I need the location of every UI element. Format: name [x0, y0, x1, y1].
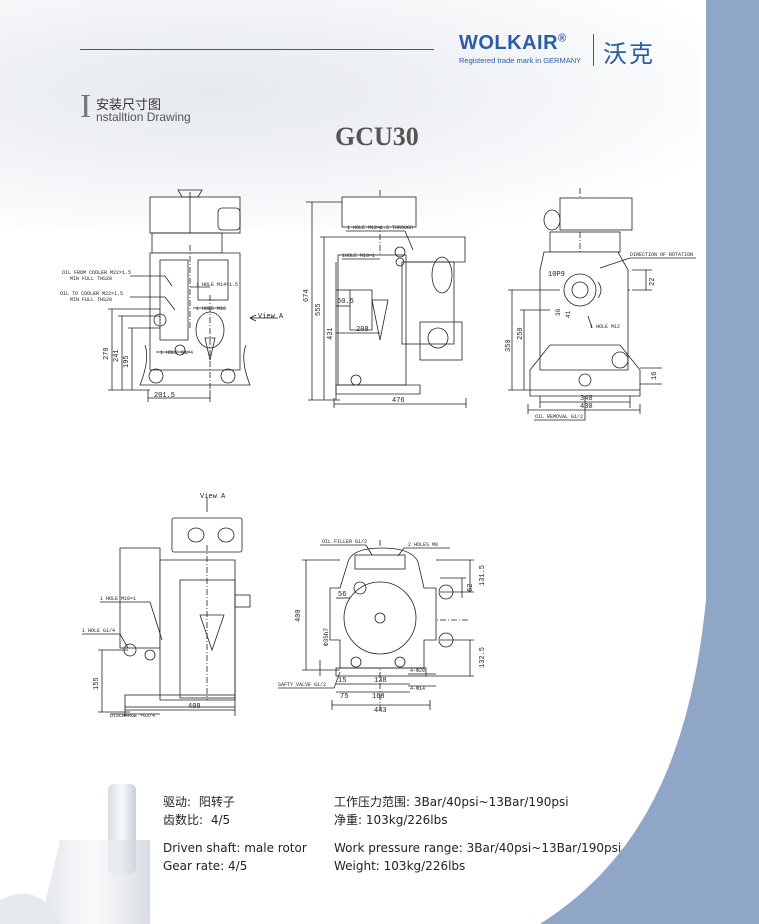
spec-weight-en: Weight: 103kg/226lbs: [334, 859, 466, 873]
view4-label: DISCHARGE ×G3/4: [110, 713, 155, 719]
view2-label: 1 HOLE M12×1.5 THROUGH: [347, 225, 413, 231]
drawing-view-top: [82, 498, 251, 716]
view4-dim: 155: [93, 677, 101, 690]
brand-logo: WOLKAIR® Registered trade mark in GERMAN…: [459, 32, 581, 65]
view5-label: 2 HOLES M8: [408, 542, 438, 548]
view5-dim: 132.5: [479, 647, 487, 668]
view5-label: 4-Φ14: [410, 686, 425, 692]
view2-dim: 555: [315, 303, 323, 316]
spec-pressure-cn: 工作压力范围: 3Bar/40psi~13Bar/190psi: [334, 793, 569, 810]
view1-label: OIL FROM COOLER M22×1.5: [62, 270, 131, 276]
view5-dim: 56: [338, 591, 346, 599]
view3-dim: 250: [517, 327, 525, 340]
view5-dim: 443: [374, 707, 387, 715]
header-rule: [80, 49, 434, 50]
brand-separator: [593, 34, 594, 66]
view3-dim: 41: [565, 310, 572, 318]
view3-text: DIRECTION OF ROTATION 10P9 1 HOLE M12 OI…: [505, 252, 693, 420]
view1-text: OIL FROM COOLER M22×1.5 MIN FULL THS20 O…: [60, 270, 284, 400]
spec-drive-cn: 驱动: 阳转子: [163, 793, 235, 810]
view3-dim: 22: [649, 278, 657, 286]
model-title: GCU30: [335, 122, 419, 151]
view1-dim: 241: [113, 349, 121, 362]
drawing-view-front-left: [108, 189, 278, 402]
view2-dim: 60.5: [337, 298, 354, 306]
brand-chinese: 沃克: [603, 40, 655, 68]
spec-label: 工作压力范围:: [334, 795, 411, 809]
view3-dim: 350: [505, 339, 513, 352]
view4-dim: 408: [188, 703, 201, 711]
view2-dim: 208: [356, 326, 369, 334]
view5-dim: 131.5: [479, 565, 487, 586]
view4-label: View A: [200, 493, 226, 501]
section-title-cn: 安装尺寸图: [96, 98, 162, 113]
spec-drive-en: Driven shaft: male rotor: [163, 841, 307, 855]
view1-dim: 201.5: [154, 392, 175, 400]
spec-weight-cn: 净重: 103kg/226lbs: [334, 811, 448, 828]
view3-dim: 30: [555, 308, 562, 316]
view2-text: 1 HOLE M12×1.5 THROUGH 1HOLE M10×1 674 5…: [303, 225, 413, 405]
view1-label: 1 HOLE M10: [196, 306, 226, 312]
spec-pressure-en: Work pressure range: 3Bar/40psi~13Bar/19…: [334, 841, 622, 855]
section-initial: I: [80, 88, 92, 125]
drawing-view-rear: [508, 188, 696, 421]
view2-dim: 476: [392, 397, 405, 405]
brand-reg-mark: ®: [558, 32, 567, 45]
view1-dim: 270: [103, 347, 111, 360]
view5-dim: 15: [338, 677, 346, 685]
view2-dim: 674: [303, 289, 311, 302]
view5-dim: 138: [374, 677, 387, 685]
view3-label: 1 HOLE M12: [590, 324, 620, 330]
spec-label: 驱动:: [163, 795, 192, 809]
brand-name: WOLKAIR: [459, 32, 559, 54]
view2-label: 1HOLE M10×1: [342, 253, 375, 259]
view1-label: 1 HOLE G1/4: [160, 350, 193, 356]
bottom-decor-curve: [540, 600, 759, 924]
spec-gear-en: Gear rate: 4/5: [163, 859, 248, 873]
view3-dim: 430: [580, 403, 593, 411]
view1-label: MIN FULL THS20: [70, 276, 112, 282]
spec-label: 净重:: [334, 813, 363, 827]
view1-label: 1 HOLE M14×1.5: [196, 282, 238, 288]
rotor-decor-image: [0, 784, 150, 924]
drawing-view-side: [306, 190, 467, 408]
view4-label: 1 HOLE M10×1: [100, 596, 136, 602]
drawing-view-flange: [278, 540, 474, 710]
view3-label: OIL REMOVAL G1/2: [535, 414, 583, 420]
spec-value: 3Bar/40psi~13Bar/190psi: [413, 795, 569, 809]
view5-label: SAFTY VALVE G1/2: [278, 682, 326, 688]
view1-label: View A: [258, 313, 284, 321]
section-title-en: nstalltion Drawing: [96, 110, 191, 124]
spec-value: 103kg/226lbs: [365, 813, 448, 827]
view2-dim: 431: [327, 327, 335, 340]
spec-value: 阳转子: [198, 795, 235, 809]
view3-label: DIRECTION OF ROTATION: [630, 252, 693, 258]
view5-dim: 168: [372, 693, 385, 701]
view5-dim: 75: [340, 693, 348, 701]
view5-dim: 62: [467, 584, 475, 592]
spec-label: 齿数比:: [163, 813, 204, 827]
spec-gear-cn: 齿数比: 4/5: [163, 811, 230, 828]
view3-dim: 340: [580, 395, 593, 403]
view3-dim: 16: [651, 372, 659, 380]
view5-label: 4-Φ20: [410, 668, 425, 674]
view5-dim: 400: [295, 609, 303, 622]
view4-label: 1 HOLE G1/4: [82, 628, 115, 634]
view5-label: Φ35h7: [323, 628, 330, 646]
background-rotor-image: [0, 0, 700, 230]
spec-value: 4/5: [210, 813, 231, 827]
view5-text: OIL FILLER G1/2 2 HOLES M8 SAFTY VALVE G…: [278, 539, 487, 715]
view3-label: 10P9: [548, 271, 565, 279]
view1-label: MIN FULL THS20: [70, 297, 112, 303]
view4-text: View A 1 HOLE M10×1 1 HOLE G1/4 DISCHARG…: [82, 493, 226, 719]
view1-dim: 195: [123, 355, 131, 368]
view1-label: OIL TO COOLER M22×1.5: [60, 291, 123, 297]
view5-label: OIL FILLER G1/2: [322, 539, 367, 545]
brand-tagline: Registered trade mark in GERMANY: [459, 56, 582, 65]
